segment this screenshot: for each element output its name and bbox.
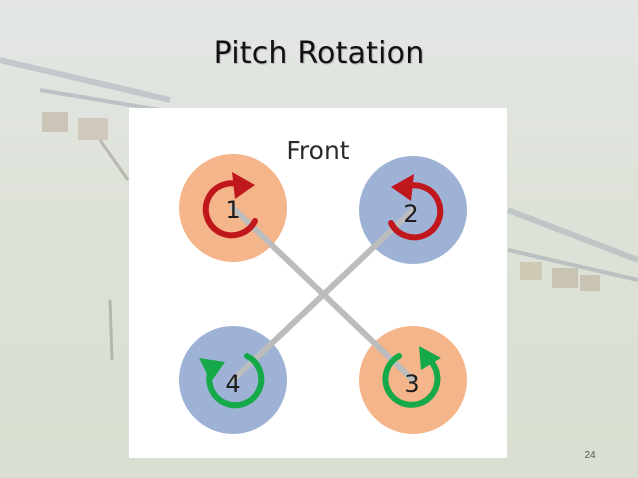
motor-4-number: 4 bbox=[225, 370, 240, 398]
motor-3-number: 3 bbox=[404, 370, 419, 398]
frame-arm-2-4 bbox=[230, 207, 416, 383]
front-label: Front bbox=[286, 136, 350, 165]
page-number: 24 bbox=[584, 450, 596, 461]
motor-2-rotation-arrow bbox=[388, 174, 444, 241]
motor-1-number: 1 bbox=[225, 196, 240, 224]
motor-4-rotation-arrow bbox=[199, 353, 265, 409]
quadcopter-diagram: 1 2 4 3 Front bbox=[129, 108, 507, 458]
motor-layout: 1 2 4 3 bbox=[179, 154, 467, 434]
motor-3-rotation-arrow bbox=[382, 346, 441, 408]
motor-1-rotation-arrow bbox=[202, 172, 258, 239]
slide-title: Pitch Rotation bbox=[213, 36, 425, 71]
motor-2-number: 2 bbox=[403, 200, 418, 228]
